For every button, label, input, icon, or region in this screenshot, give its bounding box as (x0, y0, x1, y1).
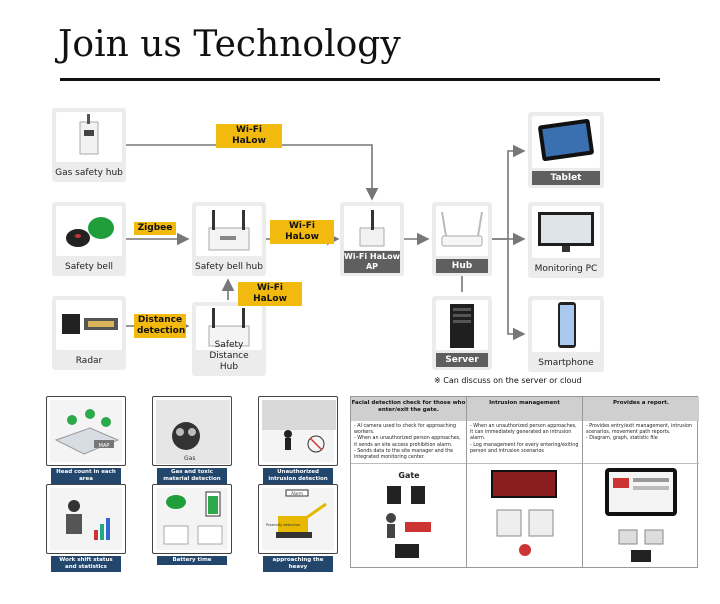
node-safety-bell-hub: Safety bell hub (192, 202, 266, 276)
server-note: ※ Can discuss on the server or cloud (434, 376, 582, 385)
alarm-label: Alarm (291, 491, 303, 496)
feature-tile-intrusion (258, 396, 338, 466)
tag-zigbee: Zigbee (134, 222, 176, 235)
table-header-intrusion: Intrusion management (467, 397, 583, 421)
monitoring-pc-label: Monitoring PC (534, 264, 598, 274)
table-cell-report: - Provides entry/exit management, intrus… (586, 424, 693, 442)
hub-device-image (436, 206, 488, 256)
wifi-halow-ap-label: Wi-Fi HaLow AP (344, 251, 400, 273)
server-device-image (436, 300, 488, 350)
radar-label: Radar (75, 356, 103, 366)
table-cell-facial: - AI camera used to check for approachin… (351, 421, 467, 463)
feature-label-gas-detection: Gas and toxic material detection (157, 468, 227, 484)
tag-distance-detection: Distance detection (134, 314, 186, 338)
smartphone-label: Smartphone (538, 358, 594, 368)
table-cell-intrusion: - When an unauthorized person approaches… (467, 421, 583, 463)
line-hub-to-tablet (492, 144, 526, 240)
line-hub-to-phone (507, 239, 526, 341)
feature-tiles: MAP Head count in each area Gas Gas and … (44, 396, 344, 574)
table-header-facial: Facial detection check for those who ent… (351, 397, 467, 421)
gate-illustration: Gate (351, 463, 467, 567)
bell-hub-device-image (196, 206, 262, 256)
smartphone-device-image (532, 300, 600, 352)
node-wifi-halow-ap: Wi-Fi HaLow AP (340, 202, 404, 276)
tag-wifi-halow-mid: Wi-Fi HaLow (270, 220, 334, 244)
intrusion-management-illustration (467, 463, 583, 567)
system-diagram: Gas safety hub Safety bell Radar (42, 96, 614, 392)
feature-tile-heavy-equipment: Alarm Proximity detection (258, 484, 338, 554)
report-illustration (583, 463, 699, 567)
node-safety-bell: Safety bell (52, 202, 126, 276)
map-label: MAP (99, 443, 110, 449)
proximity-label: Proximity detection (266, 523, 300, 527)
tablet-label: Tablet (532, 171, 600, 185)
pc-device-image (532, 206, 600, 258)
node-server: Server (432, 296, 492, 370)
server-label: Server (436, 353, 488, 367)
tag-wifi-halow-top: Wi-Fi HaLow (216, 124, 282, 148)
gas-safety-hub-label: Gas safety hub (55, 168, 123, 178)
feature-label-work-shift: Work shift status and statistics (51, 556, 121, 572)
gas-hub-device-image (56, 112, 122, 162)
battery-illustration (156, 488, 228, 550)
excavator-illustration: Alarm Proximity detection (262, 488, 334, 550)
gas-mask-illustration: Gas (156, 400, 230, 464)
page-title: Join us Technology (58, 24, 401, 65)
safety-bell-device-image (56, 206, 122, 256)
feature-tile-work-shift (46, 484, 126, 554)
map-illustration: MAP (50, 400, 122, 462)
line-gas-to-ap (126, 144, 379, 201)
feature-table: Facial detection check for those who ent… (350, 396, 699, 568)
node-monitoring-pc: Monitoring PC (528, 202, 604, 278)
title-divider (60, 78, 660, 81)
feature-label-head-count: Head count in each area (51, 468, 121, 484)
tablet-device-image (532, 116, 600, 168)
feature-label-heavy-equipment: approaching the heavy (263, 556, 333, 572)
node-smartphone: Smartphone (528, 296, 604, 372)
distance-hub-device-image (196, 306, 262, 350)
gate-label: Gate (398, 471, 420, 480)
radar-device-image (56, 300, 122, 350)
node-safety-distance-hub: Safety Distance Hub (192, 302, 266, 376)
node-radar: Radar (52, 296, 126, 370)
safety-bell-label: Safety bell (65, 262, 113, 272)
feature-label-battery: Battery time (157, 556, 227, 565)
work-shift-illustration (50, 488, 122, 550)
intrusion-illustration (262, 400, 336, 462)
node-gas-safety-hub: Gas safety hub (52, 108, 126, 182)
feature-label-intrusion: Unauthorized intrusion detection (263, 468, 333, 484)
hub-label: Hub (436, 259, 488, 273)
feature-tile-head-count: MAP (46, 396, 126, 466)
safety-bell-hub-label: Safety bell hub (195, 262, 263, 272)
feature-tile-battery (152, 484, 232, 554)
node-tablet: Tablet (528, 112, 604, 188)
feature-tile-gas-detection: Gas (152, 396, 232, 466)
table-header-report: Provides a report. (583, 397, 699, 421)
safety-distance-hub-label: Safety Distance Hub (209, 340, 249, 372)
gas-label: Gas (184, 455, 195, 462)
tag-wifi-halow-low: Wi-Fi HaLow (238, 282, 302, 306)
node-hub: Hub (432, 202, 492, 276)
ap-device-image (344, 206, 400, 250)
